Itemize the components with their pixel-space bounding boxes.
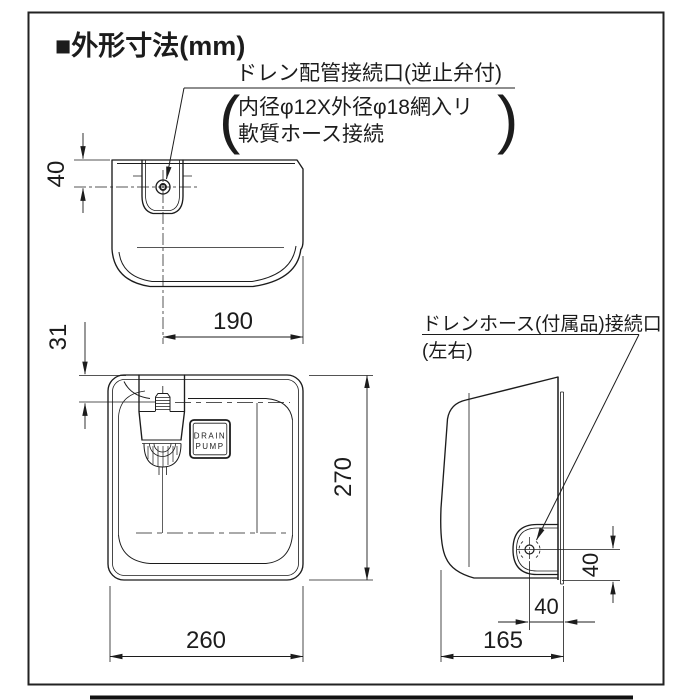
pump-plate-line2: PUMP (195, 442, 224, 451)
dim-depth-270: 270 (309, 374, 373, 581)
svg-text:190: 190 (213, 308, 253, 335)
svg-text:260: 260 (186, 627, 226, 654)
callout-drain-hose-label: ドレンホース(付属品)接続口 (422, 313, 662, 335)
svg-text:165: 165 (483, 627, 523, 654)
page-title: ■外形寸法(mm) (55, 31, 245, 61)
pump-assembly (138, 374, 186, 533)
svg-text:40: 40 (43, 161, 70, 188)
bottom-divider-bar (90, 695, 633, 700)
unit-outline-plan (107, 374, 304, 581)
dim-width-260: 260 (109, 586, 304, 662)
dim-inlet-depth: 40 (43, 133, 110, 213)
mounting-plate (560, 391, 564, 585)
inlet-notch (141, 159, 184, 215)
svg-text:40: 40 (578, 553, 603, 577)
dim-inlet-offset: 190 (162, 256, 304, 344)
unit-outline-side (440, 376, 559, 579)
dim-depth-165: 165 (440, 570, 565, 662)
paren-open: ( (219, 83, 240, 155)
paren-close: ) (497, 83, 518, 155)
callout-drain-hose-sub: (左右) (422, 340, 473, 362)
unit-outline (111, 159, 304, 288)
dim-outlet-z: 40 (562, 526, 620, 603)
callout-detail-2: 軟質ホース接続 (238, 123, 384, 146)
callout-drain-hose: ドレンホース(付属品)接続口 (左右) (422, 313, 662, 541)
leader-arrow (536, 334, 640, 541)
view-side-right: 40 40 165 (440, 376, 620, 662)
callout-drain-pipe-label: ドレン配管接続口(逆止弁付) (236, 62, 502, 85)
pump-plate-line1: DRAIN (194, 432, 226, 441)
view-side-elevation: 40 190 (43, 133, 304, 344)
svg-text:40: 40 (534, 594, 558, 619)
dim-outlet-x: 40 (498, 562, 595, 630)
callout-detail-1: 内径φ12X外径φ18網入リ (238, 96, 473, 119)
dim-inlet-y: 31 (45, 322, 155, 429)
hose-port-cutout (512, 523, 559, 576)
svg-text:31: 31 (45, 324, 72, 351)
view-plan: DRAIN PUMP 31 270 260 (45, 322, 373, 662)
svg-text:270: 270 (330, 457, 357, 497)
drain-pump-plate: DRAIN PUMP (189, 419, 231, 459)
callout-drain-pipe: ドレン配管接続口(逆止弁付) ( 内径φ12X外径φ18網入リ 軟質ホース接続 … (166, 62, 518, 180)
